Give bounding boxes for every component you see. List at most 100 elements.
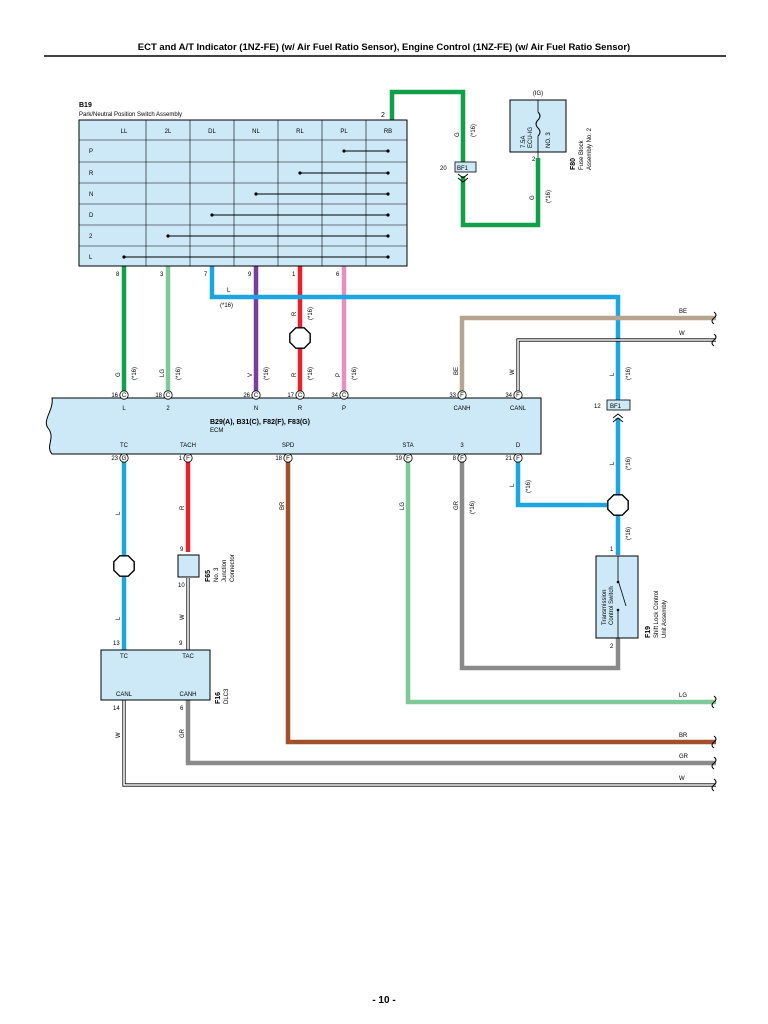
wire-note-26: (*16) — [626, 527, 632, 540]
wire-w-canl-in — [517, 339, 716, 397]
b19-pin-1: 1 — [292, 272, 296, 278]
ecm-bot-2-label: SPD — [282, 443, 295, 449]
ecm-bot-0-pin: 23 — [111, 456, 118, 462]
f80-ig: (IG) — [533, 91, 543, 97]
f65-junction-connector: 9 10 F65 No. 3 Junction Connector — [177, 547, 236, 589]
wire-note-34: (*16) — [470, 501, 476, 514]
b19-code: B19 — [79, 102, 92, 109]
ecm-top-4-terminal — [339, 390, 349, 400]
exit-label-be: BE — [679, 309, 687, 315]
ecm-top-4-pin: 34 — [331, 393, 338, 399]
ecm-bot-3-terminal — [403, 453, 413, 463]
wire-color-label-33: GR — [454, 500, 460, 510]
wire-note-23: (*16) — [626, 457, 632, 470]
exit-label-w: W — [679, 331, 685, 337]
ecm-top-0-pin: 16 — [111, 393, 118, 399]
ecm-bot-5-terminal — [513, 453, 523, 463]
f65-pin-top: 9 — [180, 547, 184, 553]
f65-name2: Junction — [222, 560, 228, 582]
ecm-top-3-terminal — [295, 390, 305, 400]
f19-pin-top: 1 — [610, 547, 614, 553]
ecm-top-1-pin: 18 — [155, 393, 162, 399]
splice-octagon-r — [289, 327, 311, 349]
wire-g-top — [389, 89, 466, 162]
f16-dlc3: 13 9 TC TAC CANL CANH 14 6 F16 DLC3 — [100, 641, 230, 712]
f80-name1: Fuse Block — [579, 139, 585, 170]
b19-park-neutral-switch: B19 Park/Neutral Position Switch Assembl… — [78, 102, 408, 278]
wire-note-15: (*16) — [352, 367, 358, 380]
f19-shift-lock-unit: 1 Transmission Control Switch 2 F19 Shif… — [595, 547, 668, 650]
f16-pin-tac: 9 — [179, 641, 183, 647]
f65-name1: No. 3 — [214, 567, 220, 582]
ecm-top-6-terminal — [513, 390, 523, 400]
ecm-bot-4-terminal — [457, 453, 467, 463]
fuse-icon — [535, 111, 541, 137]
f19-switch-name1: Transmission — [602, 590, 608, 625]
ecm-bot-0-terminal — [119, 453, 129, 463]
page-number: - 10 - — [372, 995, 395, 1006]
f65-code: F65 — [205, 570, 212, 582]
ecm-top-0-label: L — [122, 406, 126, 412]
wire-color-label-10: R — [292, 311, 298, 316]
wire-color-label-24: L — [510, 483, 516, 487]
ecm-top-2-pin: 26 — [243, 393, 250, 399]
wire-note-17: (*16) — [220, 303, 233, 309]
wire-l-top — [209, 266, 621, 404]
wire-color-label-16: L — [227, 288, 231, 294]
wire-note-7: (*16) — [176, 367, 182, 380]
bf1-top-label: BF1 — [457, 166, 469, 172]
ecm-bot-3-pin: 19 — [395, 456, 402, 462]
ecm-top-6-conn: F — [516, 393, 520, 399]
bf1-right-label: BF1 — [610, 404, 622, 410]
ecm-bot-1-label: TACH — [180, 443, 196, 449]
ecm-top-1-terminal — [163, 390, 173, 400]
b19-col-dl: DL — [208, 129, 216, 135]
ecm-top-5-label: CANH — [453, 406, 470, 412]
wire-color-label-2: G — [530, 195, 536, 200]
ecm-top-3-conn: C — [298, 393, 303, 399]
wire-color-label-22: L — [610, 461, 616, 465]
wire-color-label-20: L — [610, 372, 616, 376]
wire-g-f80 — [460, 158, 541, 228]
wire-color-label-32: LG — [400, 502, 406, 510]
exit-label-lg: LG — [679, 693, 687, 699]
f16-tc: TC — [120, 654, 129, 660]
f80-fuse-name: ECU-IG — [528, 127, 534, 148]
wire-note-11: (*16) — [308, 307, 314, 320]
b19-col-ll: LL — [121, 129, 128, 135]
ecm-top-2-label: N — [254, 406, 258, 412]
wire-color-label-27: L — [116, 511, 122, 515]
f16-pin-canl: 14 — [113, 706, 120, 712]
b19-pin-9: 9 — [248, 272, 252, 278]
ecm-bot-5-pin: 21 — [505, 456, 512, 462]
ecm-bot-1-terminal — [183, 453, 193, 463]
ecm-bot-5-conn: F — [516, 456, 520, 462]
f19-name2: Unit Assembly — [662, 600, 668, 638]
f65-pin-bot: 10 — [178, 583, 185, 589]
f16-canl: CANL — [116, 692, 133, 698]
ecm-top-3-label: R — [298, 406, 303, 412]
f16-code: F16 — [215, 692, 222, 704]
ecm-bot-5-label: D — [516, 443, 521, 449]
f65-name3: Connector — [230, 554, 236, 582]
ecm-bot-0-label: TC — [120, 443, 129, 449]
f19-name1: Shift Lock Control — [654, 591, 660, 638]
f80-fuse-rating: 7.5A — [521, 136, 527, 148]
b19-pin-6: 6 — [336, 272, 340, 278]
wire-note-9: (*16) — [264, 367, 270, 380]
exit-label-w2: W — [679, 776, 685, 782]
f16-canh: CANH — [179, 692, 196, 698]
wire-w-canl-dlc-i — [123, 700, 716, 786]
wire-color-label-19: W — [510, 369, 516, 375]
b19-col-rb: RB — [384, 129, 392, 135]
ecm-top-3-pin: 17 — [287, 393, 294, 399]
bf1-top-connector: BF1 20 — [440, 161, 477, 183]
splice-octagon-l — [607, 494, 629, 516]
bf1-right-connector: BF1 12 — [594, 399, 631, 423]
wire-color-label-18: BE — [454, 367, 460, 375]
splice-octagon-tc — [113, 555, 135, 577]
ecm-bot-2-conn: F — [286, 456, 290, 462]
ecm-name: ECM — [210, 428, 223, 434]
ecm-bot-2-pin: 18 — [275, 456, 282, 462]
